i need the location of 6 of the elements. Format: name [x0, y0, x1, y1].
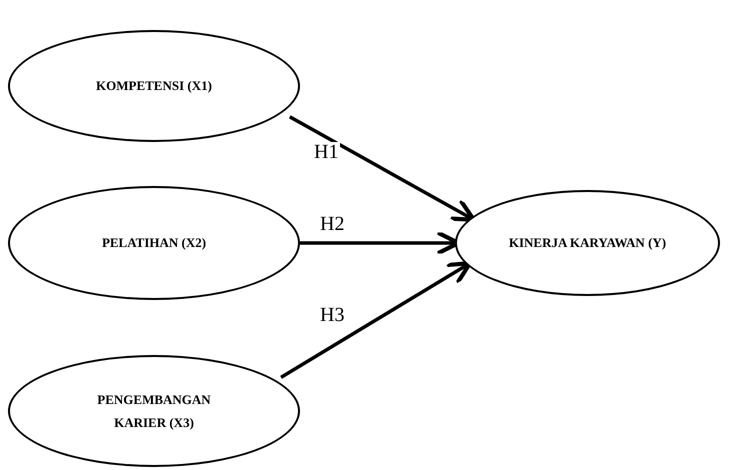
arrow — [288, 115, 476, 222]
node-label: PENGEMBANGAN KARIER (X3) — [96, 390, 212, 432]
node-label: PELATIHAN (X2) — [100, 234, 208, 252]
arrow — [280, 261, 472, 379]
node-label: KOMPETENSI (X1) — [95, 77, 213, 96]
node-label: KINERJA KARYAWAN (Y) — [508, 234, 668, 252]
